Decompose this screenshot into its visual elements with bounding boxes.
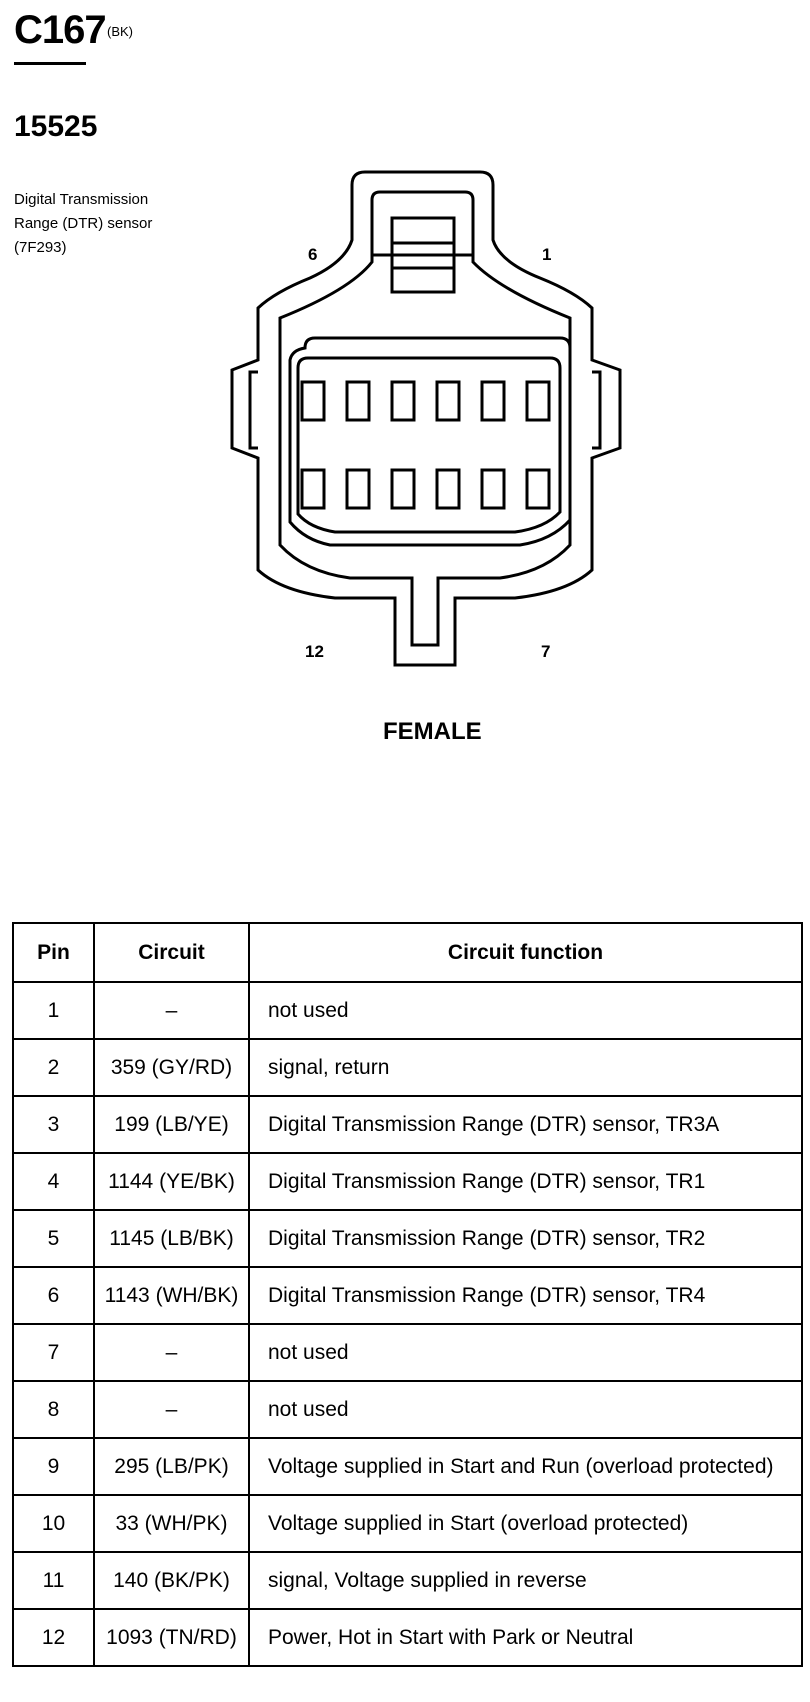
function-cell: Digital Transmission Range (DTR) sensor,… <box>248 1266 803 1325</box>
table-row: 8 – not used <box>12 1380 803 1439</box>
pin-cavity <box>390 380 416 422</box>
table-row: 7 – not used <box>12 1323 803 1382</box>
table-row: 10 33 (WH/PK) Voltage supplied in Start … <box>12 1494 803 1553</box>
pin-cell: 4 <box>12 1152 95 1211</box>
pin-cell: 11 <box>12 1551 95 1610</box>
pin-cavity <box>390 468 416 510</box>
pin-cell: 3 <box>12 1095 95 1154</box>
pin-cavity <box>345 468 371 510</box>
table-row: 9 295 (LB/PK) Voltage supplied in Start … <box>12 1437 803 1496</box>
pin-label-top-left: 6 <box>308 245 318 264</box>
function-cell: Power, Hot in Start with Park or Neutral <box>248 1608 803 1667</box>
table-row: 6 1143 (WH/BK) Digital Transmission Rang… <box>12 1266 803 1325</box>
circuit-cell: 1145 (LB/BK) <box>93 1209 250 1268</box>
circuit-cell: 1093 (TN/RD) <box>93 1608 250 1667</box>
right-side-tab <box>592 370 602 450</box>
table-row: 11 140 (BK/PK) signal, Voltage supplied … <box>12 1551 803 1610</box>
function-cell: Voltage supplied in Start and Run (overl… <box>248 1437 803 1496</box>
pin-cell: 9 <box>12 1437 95 1496</box>
pin-cell: 10 <box>12 1494 95 1553</box>
circuit-cell: 1143 (WH/BK) <box>93 1266 250 1325</box>
header-pin: Pin <box>12 922 95 983</box>
pin-cavity <box>345 380 371 422</box>
pin-cell: 1 <box>12 981 95 1040</box>
header-circuit-function: Circuit function <box>248 922 803 983</box>
table-row: 12 1093 (TN/RD) Power, Hot in Start with… <box>12 1608 803 1667</box>
pin-cavity <box>525 380 551 422</box>
circuit-cell: 140 (BK/PK) <box>93 1551 250 1610</box>
component-description: Digital Transmission Range (DTR) sensor … <box>14 191 153 256</box>
connector-gender-label: FEMALE <box>383 718 482 745</box>
function-cell: Digital Transmission Range (DTR) sensor,… <box>248 1209 803 1268</box>
pin-cavity <box>435 380 461 422</box>
pin-cell: 2 <box>12 1038 95 1097</box>
circuit-cell: 359 (GY/RD) <box>93 1038 250 1097</box>
function-cell: not used <box>248 1380 803 1439</box>
table-row: 3 199 (LB/YE) Digital Transmission Range… <box>12 1095 803 1154</box>
connector-color-code: (BK) <box>107 24 133 39</box>
pin-label-top-right: 1 <box>542 245 552 264</box>
circuit-cell: 199 (LB/YE) <box>93 1095 250 1154</box>
pin-cavity <box>435 468 461 510</box>
circuit-cell: 295 (LB/PK) <box>93 1437 250 1496</box>
left-side-tab <box>248 370 258 450</box>
pin-cell: 6 <box>12 1266 95 1325</box>
terminal-cavity-inner <box>296 356 562 534</box>
function-cell: not used <box>248 981 803 1040</box>
table-row: 1 – not used <box>12 981 803 1040</box>
pin-cell: 8 <box>12 1380 95 1439</box>
pinout-table: Pin Circuit Circuit function 1 – not use… <box>12 922 803 1667</box>
pin-cell: 7 <box>12 1323 95 1382</box>
circuit-cell: – <box>93 1323 250 1382</box>
pin-cavity <box>480 380 506 422</box>
function-cell: not used <box>248 1323 803 1382</box>
pin-cell: 12 <box>12 1608 95 1667</box>
pin-label-bottom-left: 12 <box>305 642 324 661</box>
table-header-row: Pin Circuit Circuit function <box>12 922 803 983</box>
pin-cavity <box>300 380 326 422</box>
table-row: 4 1144 (YE/BK) Digital Transmission Rang… <box>12 1152 803 1211</box>
connector-id: C167 <box>14 8 107 52</box>
title-underline <box>14 62 86 65</box>
connector-face-drawing <box>230 170 622 667</box>
terminal-cavity-outer <box>288 336 572 547</box>
function-cell: Digital Transmission Range (DTR) sensor,… <box>248 1152 803 1211</box>
table-row: 2 359 (GY/RD) signal, return <box>12 1038 803 1097</box>
function-cell: signal, Voltage supplied in reverse <box>248 1551 803 1610</box>
circuit-cell: 1144 (YE/BK) <box>93 1152 250 1211</box>
function-cell: Voltage supplied in Start (overload prot… <box>248 1494 803 1553</box>
pin-cavity <box>480 468 506 510</box>
circuit-cell: 33 (WH/PK) <box>93 1494 250 1553</box>
pin-cavity <box>525 468 551 510</box>
function-cell: signal, return <box>248 1038 803 1097</box>
pin-label-bottom-right: 7 <box>541 642 551 661</box>
table-row: 5 1145 (LB/BK) Digital Transmission Rang… <box>12 1209 803 1268</box>
part-number: 15525 <box>14 110 98 143</box>
pin-cavity <box>300 468 326 510</box>
connector-outer-housing <box>230 170 622 667</box>
connector-inner-housing <box>278 190 572 647</box>
circuit-cell: – <box>93 1380 250 1439</box>
pin-cell: 5 <box>12 1209 95 1268</box>
header-circuit: Circuit <box>93 922 250 983</box>
circuit-cell: – <box>93 981 250 1040</box>
function-cell: Digital Transmission Range (DTR) sensor,… <box>248 1095 803 1154</box>
